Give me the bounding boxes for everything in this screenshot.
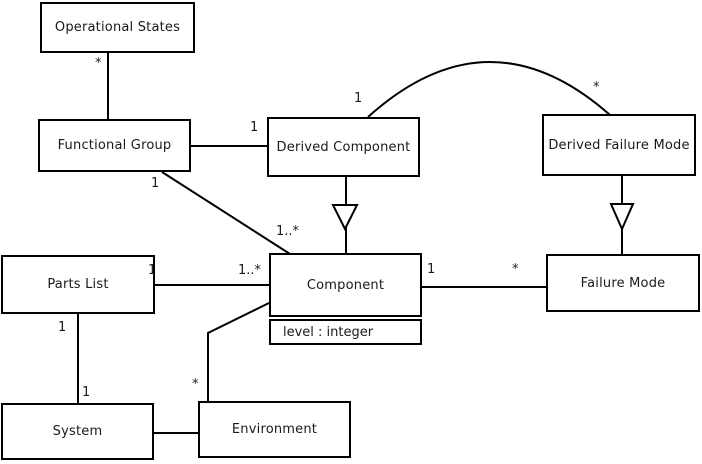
multiplicity-derived-failure-mode-arc: * xyxy=(593,80,600,95)
class-name-label: Functional Group xyxy=(57,138,172,153)
association-functional-group-component xyxy=(161,171,291,255)
class-derived-failure-mode: Derived Failure Mode xyxy=(542,114,696,176)
class-operational-states: Operational States xyxy=(40,2,195,53)
multiplicity-derived-component-arc: 1 xyxy=(354,91,363,106)
class-name-label: Derived Failure Mode xyxy=(548,137,690,153)
class-name-label: Parts List xyxy=(47,277,109,292)
class-name-label: Component xyxy=(306,277,385,293)
multiplicity-component-failure: 1 xyxy=(427,262,436,277)
generalization-triangle-icon xyxy=(609,203,635,232)
multiplicity-operational-states: * xyxy=(95,56,102,71)
class-name-label: Environment xyxy=(231,422,318,437)
generalization-triangle-icon xyxy=(331,204,359,232)
class-parts-list: Parts List xyxy=(1,255,155,314)
multiplicity-component-parts: 1..* xyxy=(238,263,262,278)
class-name-label: Derived Component xyxy=(276,139,411,155)
association-component-environment xyxy=(207,302,270,401)
class-name-label: System xyxy=(52,424,103,439)
class-derived-component: Derived Component xyxy=(267,117,420,177)
class-functional-group: Functional Group xyxy=(38,119,191,172)
class-failure-mode: Failure Mode xyxy=(546,254,700,312)
multiplicity-derived-component-assoc: 1 xyxy=(250,120,259,135)
class-environment: Environment xyxy=(198,401,351,458)
class-system: System xyxy=(1,403,154,460)
class-component-attributes: level : integer xyxy=(269,319,422,345)
multiplicity-system: 1 xyxy=(82,385,91,400)
class-name-label: Operational States xyxy=(54,20,181,35)
multiplicity-functional-group-diag: 1 xyxy=(151,176,160,191)
attribute-label: level : integer xyxy=(283,324,374,340)
multiplicity-environment: * xyxy=(192,377,199,392)
multiplicity-failure-mode: * xyxy=(512,262,519,277)
class-component: Component xyxy=(269,253,422,317)
multiplicity-parts-list: 1 xyxy=(148,263,157,278)
class-name-label: Failure Mode xyxy=(580,275,666,291)
multiplicity-component-diag: 1..* xyxy=(276,224,300,239)
multiplicity-parts-list-system: 1 xyxy=(58,320,67,335)
association-arc-derived-component-derived-failure-mode xyxy=(367,61,611,118)
